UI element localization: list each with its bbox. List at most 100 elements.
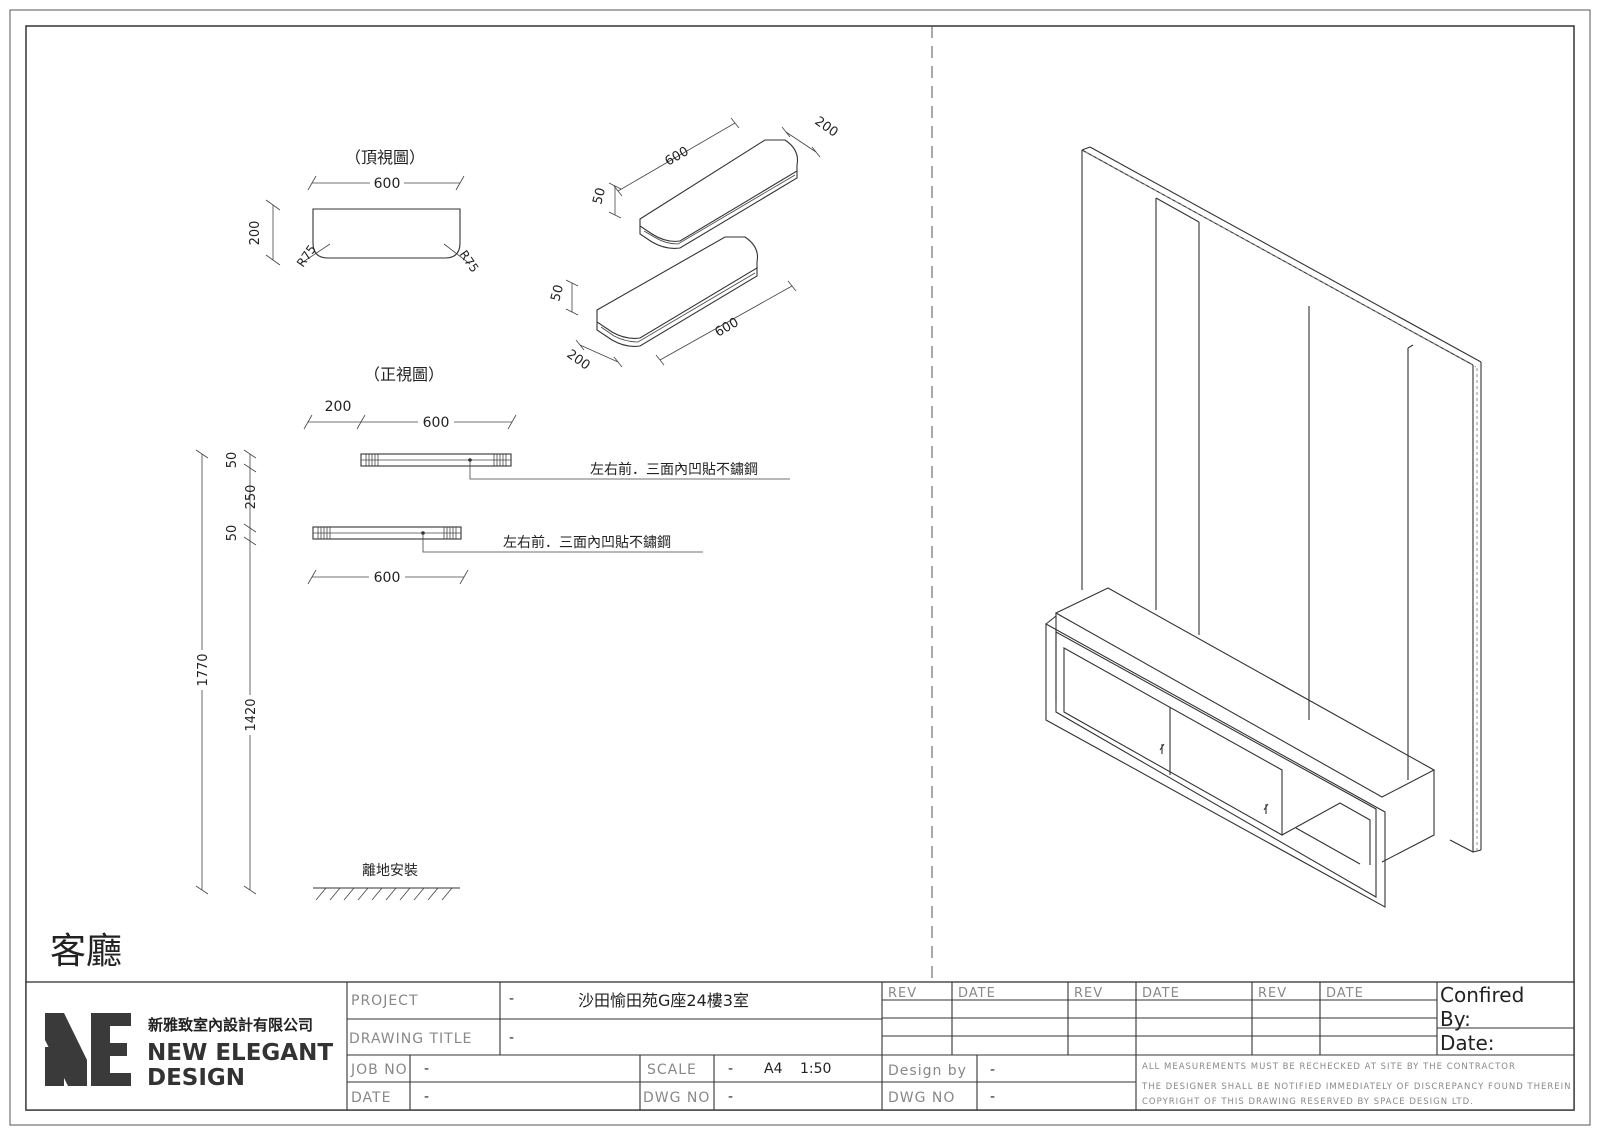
radius-label-right: R75	[457, 248, 482, 275]
front-bottom-thk-label: 50	[225, 525, 240, 542]
cabinet-right-end	[1381, 770, 1435, 863]
company-name-en-1: NEW ELEGANT	[147, 1040, 333, 1066]
front-view-title: （正視圖）	[364, 365, 444, 384]
iso-lower-depth-dim	[579, 344, 619, 363]
door-handle-1	[1159, 743, 1165, 754]
dim-text-mask	[241, 695, 259, 735]
confirmed-label: Confired	[1440, 983, 1524, 1007]
front-view: （正視圖） 200 600 左右前．三面內凹貼不鏽鋼 左右前．三面內凹貼不鏽鋼 …	[193, 365, 790, 901]
project-value: 沙田愉田苑G座24樓3室	[578, 991, 749, 1010]
dwg-no2-value: -	[990, 1089, 995, 1105]
front-gap-label: 250	[244, 485, 259, 510]
iso-shelf-lower-edge	[596, 268, 758, 347]
floor-note: 離地安裝	[362, 862, 418, 879]
dim-tick	[613, 356, 623, 368]
iso-upper-depth-label: 200	[812, 114, 841, 141]
by-label: By:	[1440, 1007, 1471, 1031]
wall-top-corner	[1081, 146, 1091, 151]
top-view-title: （頂視圖）	[345, 148, 425, 167]
logo-e-top	[91, 1013, 131, 1026]
iso-shelf-upper-edge	[639, 171, 798, 249]
cabinet-frame-inner	[1055, 631, 1377, 898]
iso-lower-length-dim	[659, 285, 793, 361]
rev-date-label-2: DATE	[1142, 986, 1180, 1001]
iso-lower-length-label: 600	[713, 315, 742, 340]
date2-label: Date:	[1440, 1031, 1495, 1055]
outer-border	[9, 9, 1591, 1126]
dim-tick	[575, 339, 585, 351]
design-by-label: Design by	[888, 1063, 967, 1079]
wall-groove-3-top	[1407, 344, 1414, 349]
iso-upper-depth-dim	[785, 131, 817, 153]
logo-e-bottom	[91, 1073, 131, 1086]
top-view: （頂視圖） 600 200 R75 R75	[248, 148, 482, 275]
top-view-shelf-outline	[312, 208, 461, 259]
iso-upper-length-dim	[617, 122, 736, 192]
dim-tick	[455, 175, 465, 191]
job-no-value: -	[424, 1061, 429, 1077]
dim-tick	[195, 885, 209, 895]
dim-tick	[507, 414, 517, 430]
dim-tick	[565, 279, 579, 287]
front-upper-shelf-hatch	[365, 454, 507, 466]
dwg-no-value: -	[728, 1089, 733, 1105]
note-line-2: THE DESIGNER SHALL BE NOTIFIED IMMEDIATE…	[1141, 1082, 1572, 1092]
dim-tick	[787, 280, 797, 292]
dim-text-mask	[369, 567, 405, 585]
dim-tick	[307, 175, 317, 191]
iso-upper-thk-label: 50	[590, 186, 609, 206]
inner-border	[25, 25, 1575, 1111]
rev-label-2: REV	[1074, 986, 1103, 1001]
scale-dash: -	[728, 1061, 733, 1077]
design-by-value: -	[990, 1062, 995, 1078]
project-dash: -	[509, 991, 514, 1007]
front-lower-leader	[422, 533, 703, 553]
dim-tick	[265, 254, 281, 266]
dim-tick	[608, 182, 622, 190]
company-name-en-2: DESIGN	[147, 1065, 245, 1091]
scale-value: 1:50	[800, 1061, 831, 1077]
dim-tick	[243, 463, 257, 473]
date-value: -	[424, 1089, 429, 1105]
dim-text-mask	[193, 650, 211, 690]
drawing-title-value: -	[509, 1030, 514, 1046]
front-upper-width-label: 600	[423, 415, 450, 431]
date-label: DATE	[351, 1090, 391, 1106]
dim-tick	[307, 569, 317, 585]
front-floor-label: 1420	[244, 698, 259, 731]
front-lower-width-label: 600	[374, 570, 401, 586]
dwg-no2-label: DWG NO	[888, 1090, 955, 1106]
dim-tick	[565, 308, 579, 316]
dim-text-mask	[418, 412, 454, 430]
cabinet-top	[1054, 587, 1436, 798]
logo-n-stem	[45, 1047, 64, 1086]
iso-wall-cabinet	[1045, 146, 1482, 908]
dim-tick	[730, 117, 740, 129]
cabinet-doors	[1063, 647, 1283, 836]
job-no-label: JOB NO	[350, 1062, 408, 1078]
iso-lower-thk-label: 50	[548, 283, 567, 303]
dim-tick	[243, 885, 257, 895]
radius-leader-left	[299, 243, 331, 265]
cabinet-shelf-line	[1295, 827, 1361, 865]
dim-tick	[459, 569, 469, 585]
logo-n-diagonal	[45, 1013, 87, 1086]
dim-tick	[243, 523, 257, 533]
scale-label: SCALE	[647, 1062, 697, 1078]
dim-tick	[811, 146, 821, 158]
front-top-thk-label: 50	[225, 452, 240, 469]
front-total-label: 1770	[196, 653, 211, 686]
cabinet-frame-outer	[1045, 623, 1386, 908]
room-label: 客廳	[50, 931, 122, 972]
wall-bottom	[1449, 839, 1482, 853]
front-upper-note: 左右前．三面內凹貼不鏽鋼	[590, 461, 758, 478]
dim-tick	[243, 536, 257, 546]
rev-date-label-1: DATE	[958, 986, 996, 1001]
company-name-cn: 新雅致室內設計有限公司	[148, 1016, 313, 1034]
floor-hatch	[315, 887, 453, 901]
door-handle-2	[1263, 803, 1269, 814]
project-label: PROJECT	[351, 993, 419, 1009]
radius-label-left: R75	[294, 242, 319, 269]
scale-paper: A4	[764, 1061, 783, 1077]
dim-text-mask	[370, 172, 404, 190]
